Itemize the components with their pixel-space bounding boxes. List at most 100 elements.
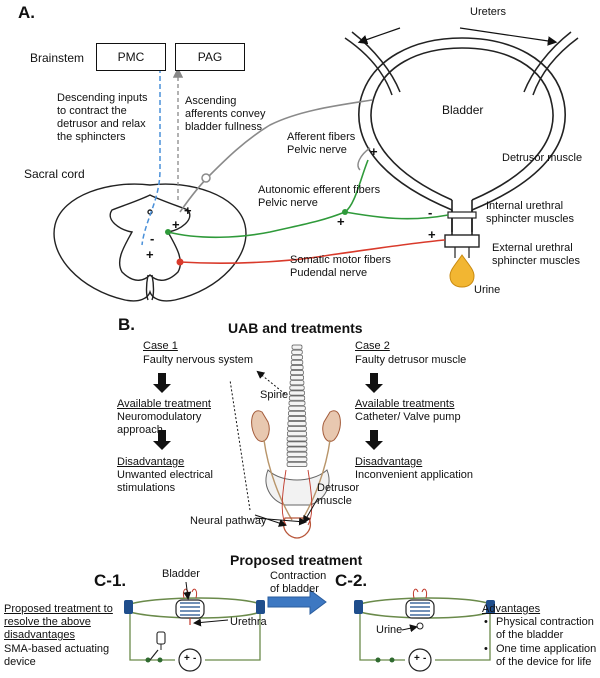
- urine-drop: [449, 254, 475, 288]
- c2-label: C-2.: [335, 571, 368, 590]
- c2-battery-minus: -: [423, 653, 427, 664]
- external-sphincter-line2: sphincter muscles: [492, 255, 581, 267]
- ureters-arrow-left: [357, 27, 401, 45]
- proposed-line5: device: [4, 656, 36, 668]
- neural-pathway-dotted: [229, 379, 251, 511]
- external-sphincter: [444, 234, 480, 248]
- neural-pathway-arrow1: [254, 514, 287, 527]
- proposed-line2: resolve the above: [4, 616, 91, 628]
- afferent-line1: Afferent fibers: [287, 131, 356, 143]
- autonomic-ganglion-dot: [342, 209, 348, 215]
- vertebra: [286, 441, 308, 447]
- sign-plus-cord: +: [184, 203, 192, 218]
- proposed-line4: SMA-based actuating: [4, 643, 110, 655]
- sacral-cord: [53, 183, 247, 302]
- sign-minus-internal: -: [428, 205, 433, 220]
- descending-path: [141, 68, 161, 246]
- vertebra: [286, 451, 308, 457]
- disadv1-label: Disadvantage: [117, 456, 185, 468]
- c1-battery-minus: -: [193, 653, 197, 664]
- ureters-label: Ureters: [470, 6, 507, 18]
- descending-line1: Descending inputs: [57, 92, 148, 104]
- vertebra: [288, 405, 306, 411]
- detrusor-muscle-label: Detrusor muscle: [502, 152, 583, 164]
- sign-plus-cord3: +: [146, 247, 154, 262]
- adv1-line1: Physical contraction: [496, 616, 594, 628]
- vertebra: [289, 390, 305, 396]
- panel-b-label: B.: [118, 315, 135, 334]
- internal-sphincter-line1: Internal urethral: [486, 200, 564, 212]
- vertebra: [289, 380, 305, 386]
- vertebra: [286, 446, 308, 452]
- spine-figure: [251, 344, 341, 539]
- vertebra: [291, 349, 303, 355]
- internal-sphincter-line2: sphincter muscles: [486, 213, 575, 225]
- panel-b-arrows: [153, 373, 383, 450]
- vertebra: [288, 410, 306, 416]
- case1-label: Case 1: [143, 340, 178, 352]
- c2-urine-label: Urine: [376, 624, 403, 636]
- vertebra: [290, 359, 304, 365]
- neural-pathway-arrow2: [254, 517, 307, 526]
- sign-plus-afferent: +: [370, 144, 378, 159]
- disadv2-desc: Inconvenient application: [355, 469, 474, 481]
- somatic-line2: Pudendal nerve: [290, 267, 368, 279]
- contraction-arrow: [267, 589, 327, 615]
- vertebra: [290, 370, 304, 376]
- descending-line2: to contract the: [57, 105, 127, 117]
- autonomic-line2: Pelvic nerve: [258, 197, 318, 209]
- adv1-line2: of the bladder: [496, 629, 564, 641]
- proposed-line1: Proposed treatment to: [4, 603, 113, 615]
- avail1-desc-2: approach: [117, 424, 163, 436]
- vertebra: [288, 400, 306, 406]
- vertebra: [291, 354, 303, 360]
- descending-line3: detrusor and relax: [57, 118, 146, 130]
- somatic-neuron-dot: [176, 258, 184, 266]
- vertebra: [286, 461, 308, 467]
- avail1-label: Available treatment: [117, 398, 211, 410]
- avail2-desc: Catheter/ Valve pump: [355, 411, 461, 423]
- sign-plus-external: +: [428, 227, 436, 242]
- pmc-box: PMC: [96, 43, 166, 71]
- vertebra: [287, 416, 307, 421]
- ureters-arrow-right: [459, 27, 558, 46]
- afferent-fiber: [179, 99, 373, 213]
- c1-urethra-pointer: [193, 618, 229, 627]
- proposed-line3: disadvantages: [4, 629, 75, 641]
- adv2-line2: of the device for life: [496, 656, 592, 668]
- afferent-terminal: [357, 147, 371, 171]
- internal-sphincter: [447, 211, 477, 219]
- sacral-cord-label: Sacral cord: [24, 167, 85, 181]
- c1-device: [124, 588, 265, 672]
- c1-battery-plus: +: [184, 653, 190, 664]
- ascending-line3: bladder fullness: [185, 121, 263, 133]
- sign-plus-cord2: +: [172, 217, 180, 232]
- urine-label: Urine: [474, 284, 501, 296]
- contraction-line2: of bladder: [270, 583, 319, 595]
- afferent-ganglion: [201, 173, 211, 183]
- autonomic-line1: Autonomic efferent fibers: [258, 184, 381, 196]
- sign-plus-ganglion: +: [337, 214, 345, 229]
- avail1-desc-1: Neuromodulatory: [117, 411, 202, 423]
- autonomic-neuron-dot: [165, 229, 171, 235]
- adv2-bullet: •: [484, 643, 488, 655]
- sign-minus-cord: -: [150, 231, 155, 246]
- neural-pathway-label: Neural pathway: [190, 515, 267, 527]
- vertebra: [287, 426, 307, 432]
- vertebra: [287, 421, 307, 427]
- spine-dotted-line: [256, 370, 286, 395]
- c1-bladder-label: Bladder: [162, 568, 200, 580]
- disadv1-desc-1: Unwanted electrical: [117, 469, 213, 481]
- vertebra: [290, 375, 305, 381]
- panel-b-title: UAB and treatments: [228, 320, 363, 336]
- proposed-title: Proposed treatment: [230, 552, 363, 568]
- detrusor-b-line1: Detrusor: [317, 482, 360, 494]
- descending-line4: the sphincters: [57, 131, 126, 143]
- disadv2-label: Disadvantage: [355, 456, 423, 468]
- c2-battery-plus: +: [414, 653, 420, 664]
- afferent-line2: Pelvic nerve: [287, 144, 347, 156]
- disadv1-desc-2: stimulations: [117, 482, 176, 494]
- urethra-tube: [454, 247, 470, 258]
- contraction-line1: Contraction: [270, 570, 327, 582]
